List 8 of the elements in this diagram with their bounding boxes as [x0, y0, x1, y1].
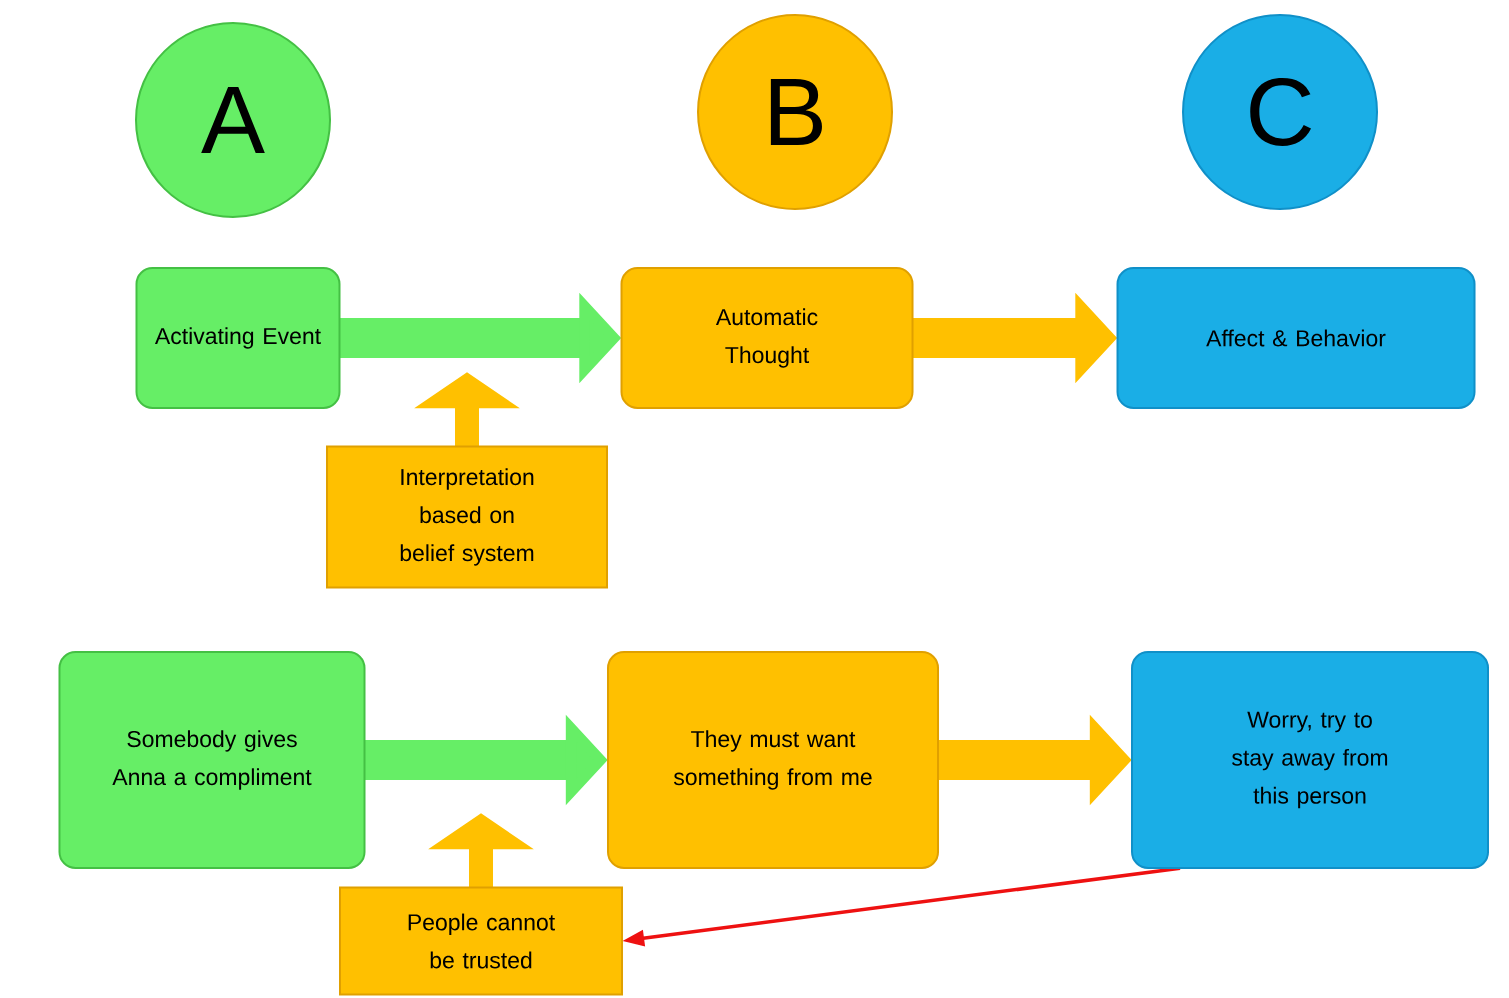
process-box: Activating Event	[135, 267, 341, 409]
process-box: They must want something from me	[607, 651, 939, 869]
process-box: Interpretation based on belief system	[326, 445, 608, 589]
process-box: Automatic Thought	[620, 267, 914, 409]
process-box: People cannot be trusted	[339, 886, 623, 996]
process-box: Somebody gives Anna a compliment	[58, 651, 366, 869]
process-box: Affect & Behavior	[1116, 267, 1476, 409]
process-box: Worry, try to stay away from this person	[1131, 651, 1489, 869]
